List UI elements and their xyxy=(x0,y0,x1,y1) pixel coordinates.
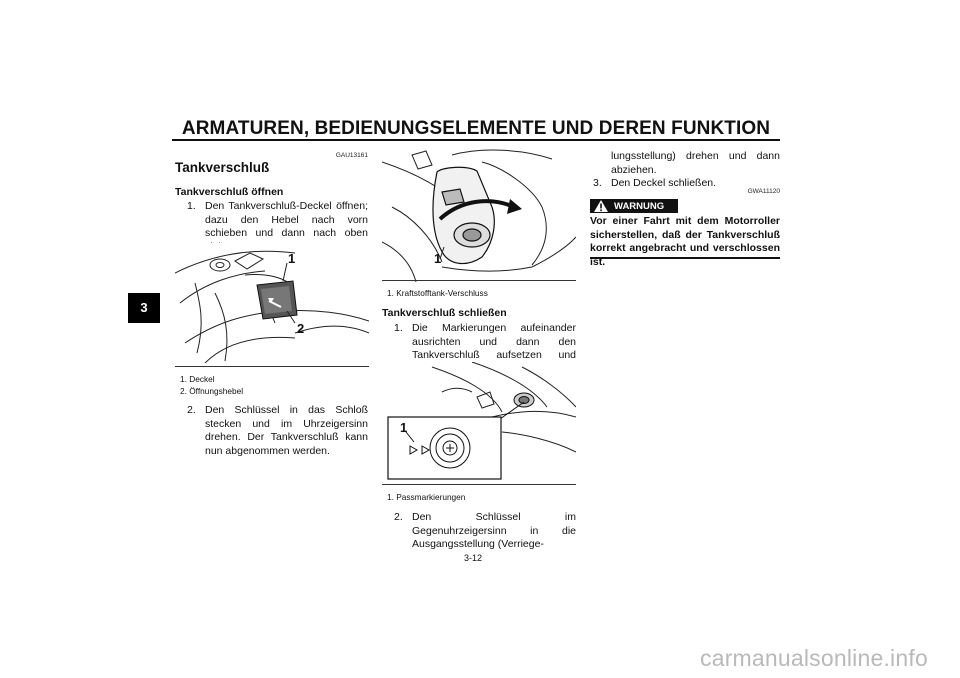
warning-rule xyxy=(590,257,780,259)
figure-fuel-cap: 1 xyxy=(381,147,577,283)
section-code: GAU13161 xyxy=(335,152,368,159)
close-step-3: 3. Den Deckel schließen. xyxy=(593,177,780,191)
step-number: 1. xyxy=(394,322,403,334)
warning-text: Vor einer Fahrt mit dem Motorroller sich… xyxy=(590,215,780,268)
step-text: Den Schlüssel in das Schloß stecken und … xyxy=(205,404,368,457)
close-step-2-continued: lungsstellung) drehen und dann abziehen. xyxy=(611,150,780,176)
warning-triangle-icon xyxy=(594,200,608,212)
warning-code: GWA11120 xyxy=(747,188,780,195)
alignment-marks-illustration: 1 xyxy=(387,361,577,480)
warning-badge: WARNUNG xyxy=(590,199,678,213)
page-header-title: ARMATUREN, BEDIENUNGSELEMENTE UND DEREN … xyxy=(181,118,771,139)
figure-alignment-marks: 1 xyxy=(382,361,577,482)
fig2-caption: 1. Kraftstofftank-Verschluss xyxy=(387,288,488,298)
close-step-2: 2. Den Schlüssel im Gegenuhrzeigersinn i… xyxy=(394,511,576,552)
page-number: 3-12 xyxy=(464,553,483,563)
fig3-caption: 1. Passmarkierungen xyxy=(387,492,466,502)
watermark: carmanualsonline.info xyxy=(700,645,928,671)
step-number: 2. xyxy=(187,404,196,416)
step-text: Den Deckel schließen. xyxy=(611,177,717,189)
fig1-caption-2: 2. Öffnungshebel xyxy=(180,386,244,396)
open-step-2: 2. Den Schlüssel in das Schloß stecken u… xyxy=(187,404,368,458)
chapter-tab: 3 xyxy=(128,293,160,323)
fig1-callout-2: 2 xyxy=(297,321,304,336)
warning-label: WARNUNG xyxy=(614,200,665,212)
fuel-cap-illustration: 1 xyxy=(381,149,577,283)
figure3-caption-rule xyxy=(382,484,576,485)
open-heading: Tankverschluß öffnen xyxy=(175,186,284,198)
fig1-caption-1: 1. Deckel xyxy=(180,374,215,384)
step-text: Den Schlüssel im Gegenuhrzeigersinn in d… xyxy=(412,511,576,551)
fig3-callout-1: 1 xyxy=(400,420,407,435)
step-number: 1. xyxy=(187,200,196,212)
fig1-callout-1: 1 xyxy=(288,251,295,266)
figure1-caption-rule xyxy=(175,366,369,367)
header-rule xyxy=(172,139,780,141)
fuel-lid-illustration: 1 2 xyxy=(174,250,370,364)
figure-fuel-lid: 1 2 xyxy=(174,243,370,364)
step-number: 2. xyxy=(394,511,403,523)
close-heading: Tankverschluß schließen xyxy=(382,307,507,319)
step-number: 3. xyxy=(593,177,602,189)
section-title: Tankverschluß xyxy=(175,160,270,175)
figure2-caption-rule xyxy=(382,280,576,281)
fig2-callout-1: 1 xyxy=(434,251,441,266)
